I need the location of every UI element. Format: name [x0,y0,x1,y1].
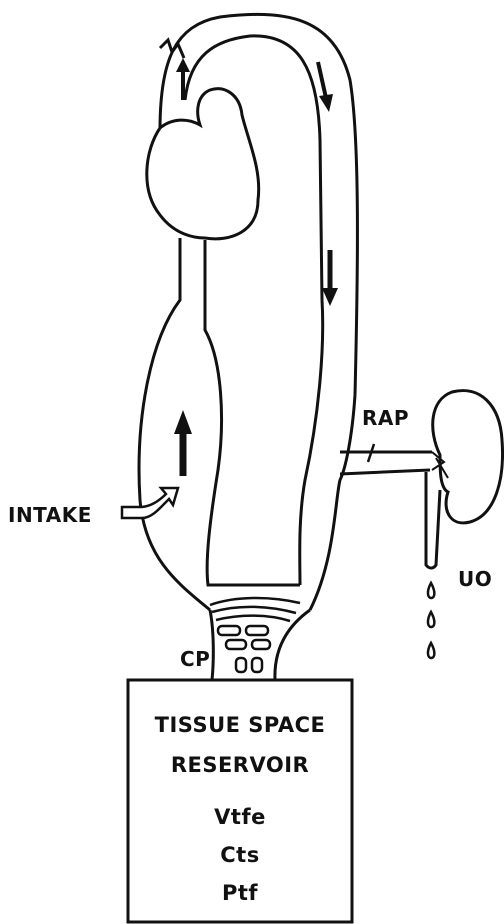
reservoir-title-line2: RESERVOIR [171,753,309,777]
systemic-body-outer [139,238,210,610]
rap-label: RAP [362,406,409,430]
reservoir-variable-cts: Cts [220,843,259,867]
heart-shape [147,89,259,239]
urine-drops [428,583,434,658]
renal-artery-bottom [340,470,430,474]
artery-inner [300,300,323,585]
intake-label: INTAKE [8,503,92,527]
capillary-neck-left [210,610,213,680]
flow-arrow-artery-down [322,250,338,306]
systemic-body-inner-left [205,240,300,585]
artery-outer [310,395,355,610]
reservoir-variable-vtfe: Vtfe [214,805,266,829]
kidney-shape [433,391,503,523]
flow-arrow-arch-down [318,62,333,112]
reservoir-variable-ptf: Ptf [222,881,258,905]
flow-arrow-vein-up [174,410,192,476]
capillary-neck-right [275,610,310,680]
uo-label: UO [458,567,492,591]
reservoir-title-line1: TISSUE SPACE [155,713,326,737]
cp-label: CP [180,647,210,671]
ureter [426,472,440,568]
intake-arrow [122,488,178,518]
